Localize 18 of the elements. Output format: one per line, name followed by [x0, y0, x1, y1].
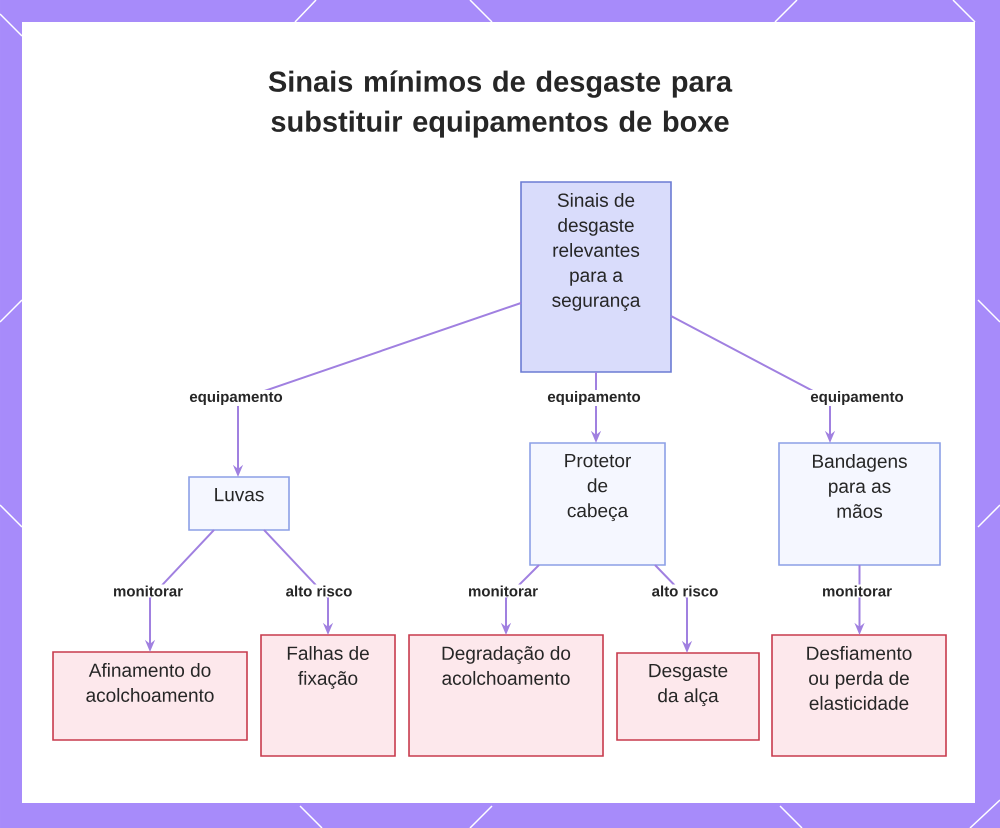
edge-label: alto risco	[650, 584, 720, 598]
branch-box: Bandagens para as mãos	[778, 442, 941, 566]
edge-label: monitorar	[111, 584, 185, 598]
edge-label: monitorar	[466, 584, 540, 598]
branch-box: Luvas	[188, 476, 290, 531]
leaf-box: Degradação do acolchoamento	[408, 634, 604, 757]
leaf-box: Afinamento do acolchoamento	[52, 651, 248, 741]
title: Sinais mínimos de desgaste para substituir equipamentos de boxe	[268, 70, 732, 138]
edge-label: alto risco	[284, 584, 354, 598]
leaf-box: Falhas de fixação	[260, 634, 396, 757]
edge-label: equipamento	[187, 390, 285, 406]
edge-label: monitorar	[820, 584, 894, 598]
edge-label: equipamento	[545, 390, 643, 406]
branch-box: Protetor de cabeça	[529, 442, 666, 566]
edge-label: equipamento	[808, 390, 906, 406]
root-box: Sinais de desgaste relevantes para a segurança	[520, 181, 672, 373]
leaf-box: Desfiamento ou perda de elasticidade	[771, 634, 947, 757]
leaf-box: Desgaste da alça	[616, 652, 760, 741]
